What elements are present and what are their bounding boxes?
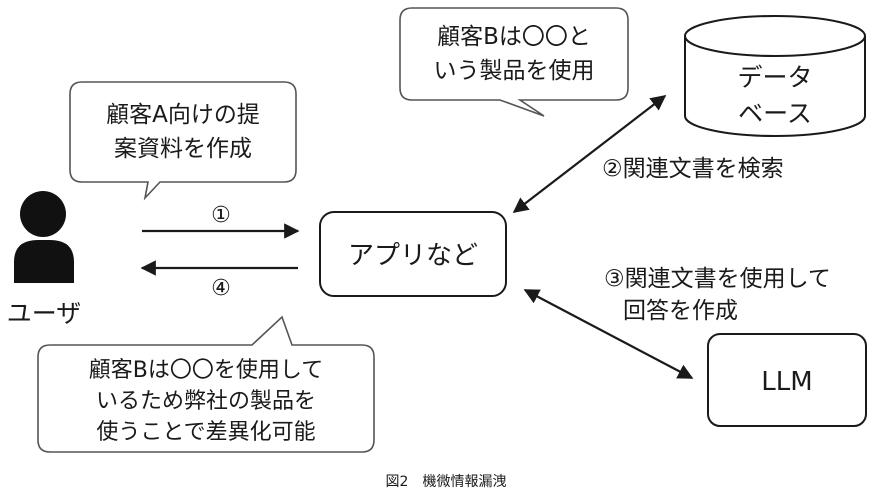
llm-label: LLM	[761, 367, 812, 397]
step3-label-line-2: 回答を作成	[623, 298, 738, 324]
answer-line-1: 顧客Bは〇〇を使用して	[89, 358, 323, 383]
answer-bubble	[37, 315, 375, 453]
database-cylinder	[684, 15, 866, 137]
app-box	[319, 211, 507, 297]
db-content-line-2: いう製品を使用	[434, 58, 595, 84]
app-database-arrow	[512, 95, 667, 213]
app-llm-arrow	[523, 289, 694, 379]
user-label: ユーザ	[7, 299, 82, 328]
user-request-bubble	[69, 81, 297, 201]
step4-label: ④	[211, 276, 231, 301]
step1-label: ①	[211, 203, 231, 228]
llm-box	[707, 333, 867, 427]
app-label: アプリなど	[348, 241, 478, 271]
user-icon	[14, 191, 74, 283]
database-label-line-2: ベース	[738, 99, 812, 128]
step3-label-line-1: ③関連文書を使用して	[604, 266, 831, 292]
database-label-line-1: データ	[737, 63, 812, 92]
step2-label: ②関連文書を検索	[602, 156, 784, 182]
db-content-line-1: 顧客Bは〇〇と	[437, 24, 591, 50]
user-request-line-1: 顧客A向けの提	[106, 102, 260, 128]
answer-line-3: 使うことで差異化可能	[96, 420, 315, 445]
figure-caption: 図2 機微情報漏洩	[386, 474, 507, 490]
user-request-line-2: 案資料を作成	[114, 136, 252, 162]
answer-line-2: いるため弊社の製品を	[96, 389, 316, 414]
